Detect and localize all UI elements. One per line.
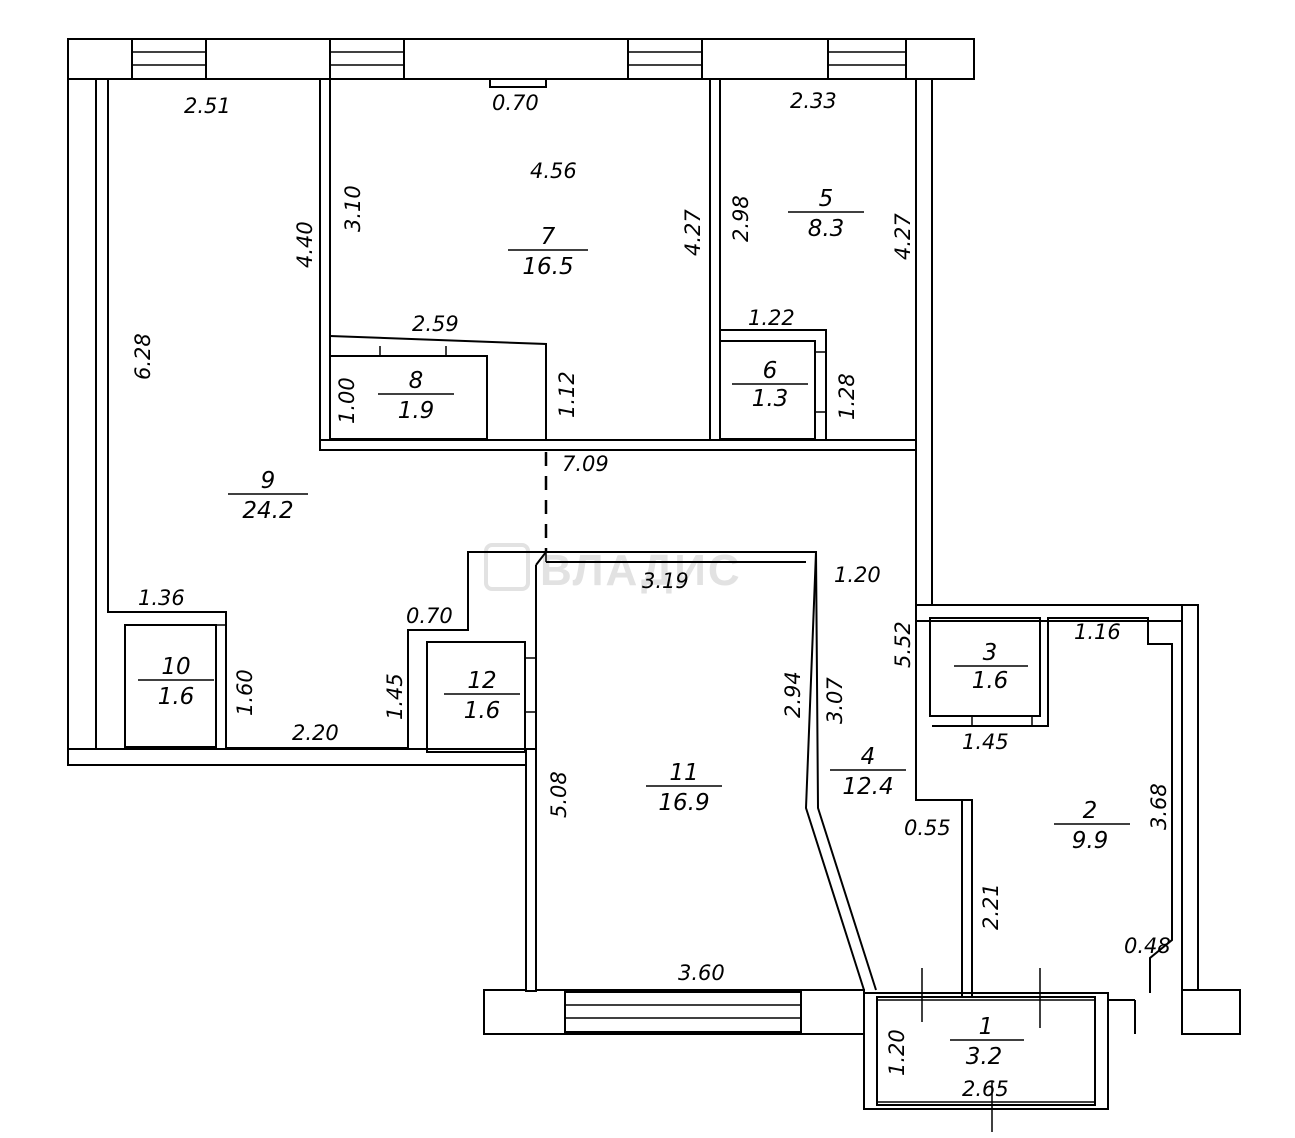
room-area: 12.4: [842, 774, 893, 800]
dimension-label: 4.27: [891, 213, 915, 260]
room-number: 2: [1083, 798, 1098, 824]
dimension-label: 0.70: [492, 91, 539, 115]
dimension-label: 5.08: [547, 771, 571, 818]
room-label-9: 9 24.2: [228, 468, 308, 524]
room-label-4: 4 12.4: [830, 744, 906, 800]
room-area: 1.6: [158, 684, 195, 710]
dimension-label: 3.10: [341, 185, 365, 232]
watermark: ВЛАДИС: [484, 543, 742, 595]
dimension-label: 3.07: [823, 677, 847, 724]
room-number: 11: [669, 760, 698, 786]
room-area: 1.3: [752, 386, 789, 412]
room-area: 9.9: [1072, 828, 1109, 854]
room-number: 7: [541, 224, 556, 250]
dimension-label: 0.70: [406, 604, 453, 628]
dimension-label: 1.45: [383, 673, 407, 720]
room-label-7: 7 16.5: [508, 224, 588, 280]
dimension-label: 2.98: [729, 195, 753, 242]
room-label-1: 1 3.2: [950, 1014, 1024, 1070]
dimension-label: 3.68: [1147, 783, 1171, 830]
room-label-5: 5 8.3: [788, 186, 864, 242]
dimension-label: 4.40: [293, 221, 317, 268]
outer-walls: [67, 38, 1241, 1035]
dimension-label: 1.12: [555, 371, 579, 418]
room-number: 3: [983, 640, 998, 666]
room-label-10: 10 1.6: [138, 654, 214, 710]
dimension-label: 7.09: [562, 452, 609, 476]
dimension-label: 4.56: [530, 159, 577, 183]
dimension-label: 1.20: [885, 1029, 909, 1076]
dimension-label: 2.20: [292, 721, 339, 745]
dimension-label: 6.28: [131, 333, 155, 380]
windows: [131, 38, 907, 1033]
room-number: 6: [763, 358, 778, 384]
room-label-11: 11 16.9: [646, 760, 722, 816]
dimension-label: 4.27: [681, 209, 705, 256]
room-labels: 1 3.2 2 9.9 3 1.6 4 12.4 5 8.3 6 1.3: [138, 186, 1130, 1070]
room-area: 1.9: [398, 398, 435, 424]
dimension-label: 1.60: [233, 669, 257, 716]
dimension-label: 2.94: [781, 671, 805, 718]
dimension-label: 1.20: [834, 563, 881, 587]
dimension-label: 5.52: [891, 621, 915, 668]
room-area: 24.2: [242, 498, 293, 524]
dimension-label: 2.65: [962, 1077, 1009, 1101]
room-number: 4: [861, 744, 876, 770]
watermark-logo-icon: [484, 543, 530, 591]
room-area: 1.6: [464, 698, 501, 724]
room-number: 10: [161, 654, 190, 680]
dimension-label: 1.16: [1074, 620, 1121, 644]
watermark-text: ВЛАДИС: [540, 546, 742, 595]
room-label-2: 2 9.9: [1054, 798, 1130, 854]
room-area: 16.5: [522, 254, 573, 280]
dimension-label: 1.45: [962, 730, 1009, 754]
room-number: 8: [409, 368, 424, 394]
room-number: 9: [261, 468, 276, 494]
room-label-12: 12 1.6: [444, 668, 520, 724]
interior-walls: [107, 78, 1173, 1132]
dimension-label: 2.51: [184, 94, 231, 118]
room-area: 16.9: [658, 790, 709, 816]
dimension-label: 0.55: [904, 816, 951, 840]
room-label-6: 6 1.3: [732, 358, 808, 412]
room-number: 12: [467, 668, 496, 694]
room-area: 8.3: [808, 216, 845, 242]
dimension-label: 2.33: [790, 89, 837, 113]
dimension-labels: 2.51 0.70 2.33 4.56 3.10 4.40 4.27 2.98 …: [131, 89, 1171, 1101]
room-area: 3.2: [966, 1044, 1003, 1070]
room-label-3: 3 1.6: [954, 640, 1028, 694]
dimension-label: 3.19: [642, 569, 689, 593]
dimension-label: 1.00: [335, 377, 359, 424]
dimension-label: 2.21: [979, 883, 1003, 930]
dimension-label: 1.22: [748, 306, 795, 330]
dimension-label: 2.59: [412, 312, 459, 336]
dimension-label: 0.48: [1124, 934, 1171, 958]
dimension-label: 3.60: [678, 961, 725, 985]
room-label-8: 8 1.9: [378, 368, 454, 424]
room-number: 1: [979, 1014, 994, 1040]
room-area: 1.6: [972, 668, 1009, 694]
dimension-label: 1.28: [835, 373, 859, 420]
room-number: 5: [819, 186, 834, 212]
dimension-label: 1.36: [138, 586, 185, 610]
